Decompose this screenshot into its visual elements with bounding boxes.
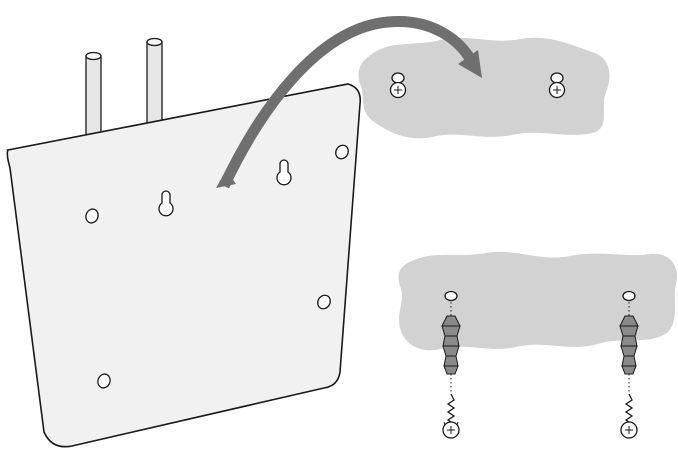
- curved-arrow-icon: [216, 16, 482, 189]
- mounting-plate: [5, 37, 362, 448]
- anchor-screw-right: [619, 290, 639, 439]
- pipe-right: [146, 37, 163, 139]
- screw-left: [442, 393, 460, 439]
- wall-plug-left: [441, 315, 461, 375]
- plate-face: [6, 83, 362, 448]
- hole-bottom-right: [317, 294, 331, 310]
- top-screw-right: [548, 72, 566, 99]
- wall-patch-top: [358, 37, 610, 139]
- hole-top-left: [85, 208, 99, 224]
- anchor-screw-left: [441, 290, 461, 439]
- screw-right: [620, 393, 638, 439]
- top-screw-left: [389, 72, 407, 99]
- wall-patch-bottom: [398, 251, 677, 351]
- keyhole-left: [158, 190, 174, 217]
- hole-bottom-left: [97, 373, 111, 389]
- keyhole-right: [276, 159, 292, 186]
- wall-plug-right: [619, 315, 639, 375]
- hole-top-right: [335, 144, 349, 160]
